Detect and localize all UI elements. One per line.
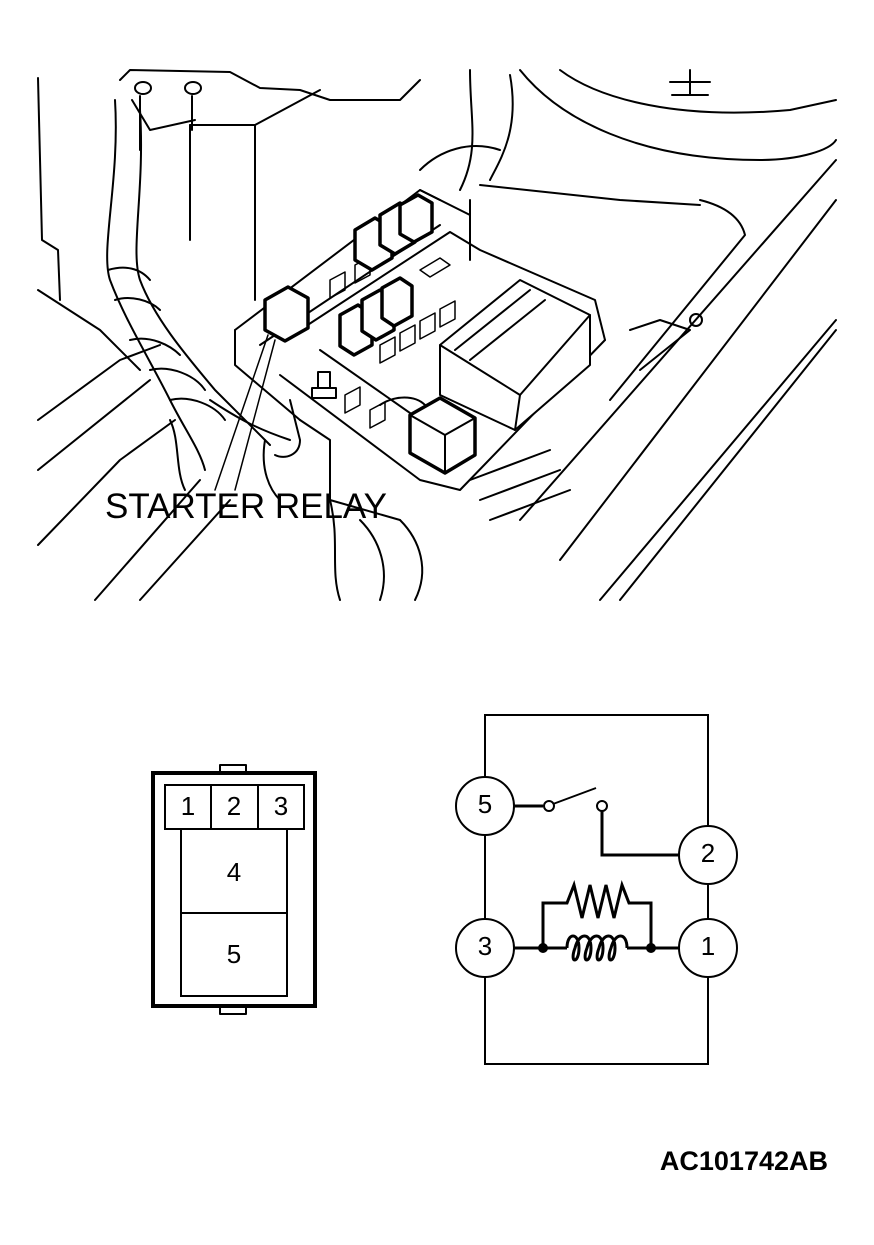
- terminal-2-circle: [678, 825, 738, 885]
- terminal-2-label: 2: [701, 838, 715, 868]
- terminal-5-circle: [455, 776, 515, 836]
- terminal-1-label: 1: [701, 931, 715, 961]
- leader-line: [214, 334, 269, 491]
- terminal-3-label: 3: [478, 931, 492, 961]
- switch-contact-left: [543, 800, 555, 812]
- switch-arm: [552, 787, 597, 805]
- terminal-5-label: 5: [478, 789, 492, 819]
- connector-pin-5: 5: [227, 939, 241, 969]
- connector-pin-4: 4: [227, 857, 241, 887]
- terminal-3-circle: [455, 918, 515, 978]
- relay-connector-face: [151, 764, 317, 1015]
- terminal-1-circle: [678, 918, 738, 978]
- resistor: [541, 880, 653, 948]
- connector-pin-3: 3: [274, 791, 288, 821]
- connector-pin-1: 1: [181, 791, 195, 821]
- starter-relay-shape: [263, 285, 310, 343]
- engine-bay-illustration: [37, 69, 837, 601]
- switch-contact-right: [596, 800, 608, 812]
- relay-circuit-schematic: [455, 714, 738, 1065]
- switch-wire-2: [600, 811, 679, 857]
- coil-winding: [565, 934, 629, 962]
- figure-code: AC101742AB: [660, 1146, 828, 1176]
- starter-relay-label: STARTER RELAY: [105, 487, 387, 526]
- connector-pin-2: 2: [227, 791, 241, 821]
